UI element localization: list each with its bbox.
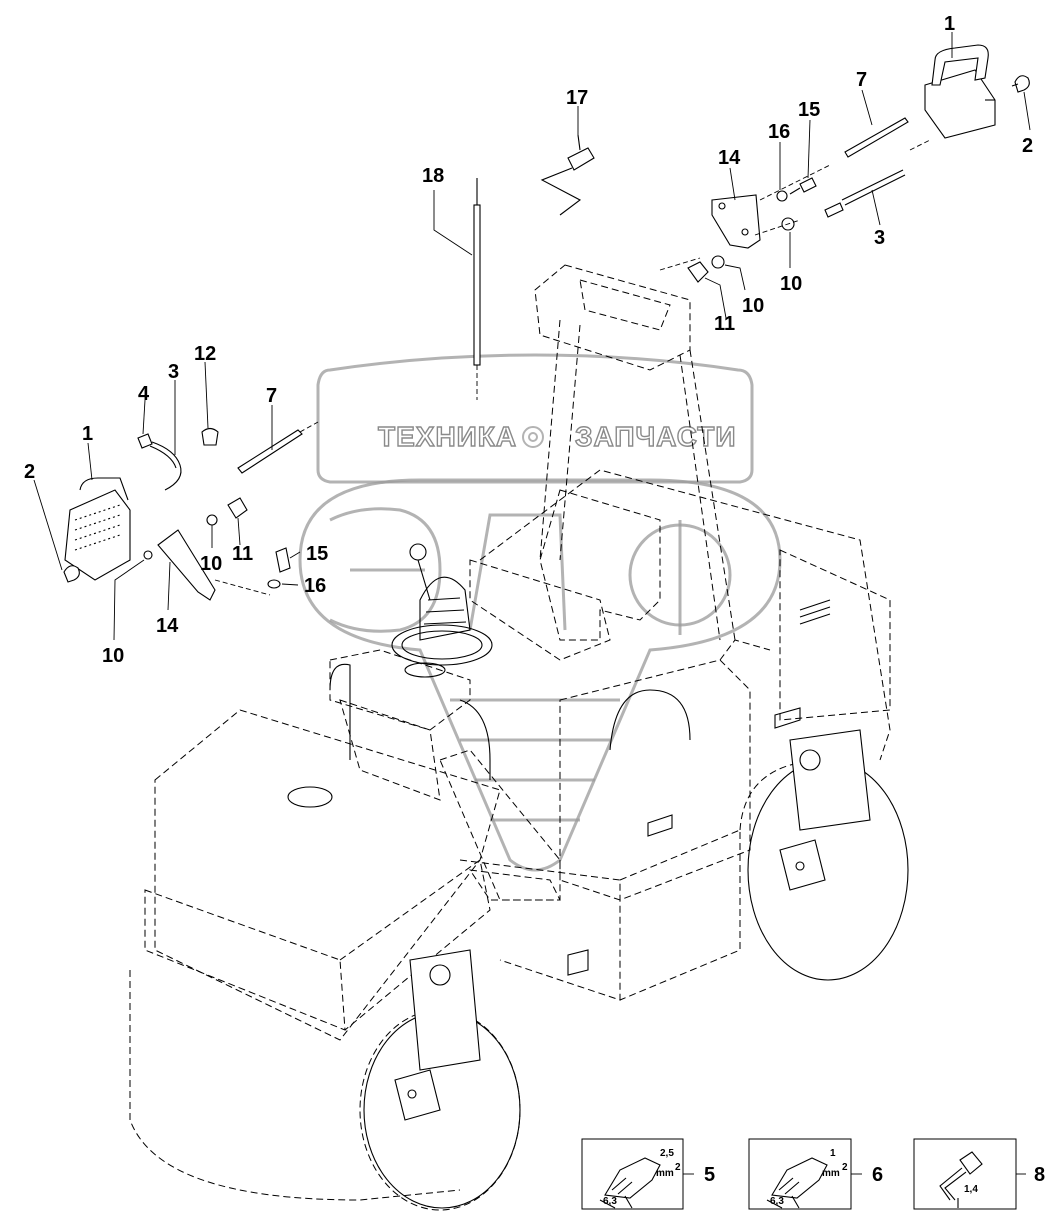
bracket-icon (711, 194, 761, 249)
callout-label: 11 (714, 313, 735, 335)
callout-label: 2 (1022, 135, 1033, 157)
roller-machine-outline (129, 264, 909, 1211)
spec-unit: mm (822, 1168, 840, 1179)
connector-icon (137, 433, 153, 449)
wire-icon (824, 169, 906, 218)
callout-label: 16 (304, 575, 326, 597)
bolt-icon (799, 177, 817, 193)
callout-label: 2 (24, 461, 35, 483)
antenna-rod (473, 178, 481, 400)
watermark: ТЕХНИКА ЗАПЧАСТИ (298, 353, 782, 872)
gear-icon (522, 426, 544, 448)
callout-label: 10 (742, 295, 764, 317)
callout-label: 1 (82, 423, 93, 445)
callout-label: 18 (422, 165, 444, 187)
legend-item-8: 1,4 8 (913, 1138, 1045, 1210)
legend-label: 8 (1034, 1164, 1045, 1186)
spec-side: 6,3 (770, 1196, 784, 1207)
callout-label: 14 (156, 615, 179, 637)
bulb-icon (1011, 75, 1030, 93)
callout-label: 17 (566, 87, 588, 109)
watermark-right-word: ЗАПЧАСТИ (575, 421, 736, 452)
knob-icon (687, 261, 709, 283)
callout-label: 3 (874, 227, 885, 249)
callout-label: 10 (200, 553, 222, 575)
callout-label: 12 (194, 343, 216, 365)
bracket-icon (157, 529, 216, 601)
callout-label: 7 (266, 385, 277, 407)
bolt-icon (275, 547, 291, 573)
callout-label: 7 (856, 69, 867, 91)
connector-legend: 2,5 mm 2 6,3 5 1 mm 2 6,3 6 1,4 (581, 1138, 1045, 1210)
leader-lines (33, 32, 1031, 641)
spec-exponent: 2 (842, 1162, 848, 1173)
spec-side: 1,4 (964, 1184, 978, 1195)
watermark-left-word: ТЕХНИКА (378, 421, 517, 452)
right-light-assembly (659, 44, 1030, 283)
spec-text: 2,5 (660, 1148, 674, 1159)
bulb-icon (63, 565, 80, 583)
switch-assembly (540, 134, 595, 216)
callout-label: 15 (798, 99, 820, 121)
callout-label: 10 (780, 273, 802, 295)
washer-icon (776, 190, 788, 202)
spec-text: 1 (830, 1148, 836, 1159)
callout-label: 15 (306, 543, 328, 565)
clamp-icon (201, 427, 219, 446)
callout-label: 1 (944, 13, 955, 35)
callout-label: 4 (138, 383, 150, 405)
spec-exponent: 2 (675, 1162, 681, 1173)
cable-7 (844, 117, 909, 158)
work-lamp-icon (924, 44, 996, 139)
spec-side: 6,3 (603, 1196, 617, 1207)
switch-icon (567, 147, 595, 171)
legend-item-5: 2,5 mm 2 6,3 5 (581, 1138, 715, 1210)
work-lamp-icon (64, 477, 131, 581)
cable-7 (237, 429, 303, 474)
washer-icon (267, 579, 281, 589)
legend-item-6: 1 mm 2 6,3 6 (748, 1138, 883, 1210)
spec-unit: mm (656, 1168, 674, 1179)
callout-label: 16 (768, 121, 790, 143)
callout-numbers: 1 2 7 3 15 16 14 10 10 11 17 18 12 3 4 7… (24, 13, 1033, 667)
callout-label: 10 (102, 645, 124, 667)
callout-label: 14 (718, 147, 741, 169)
legend-label: 5 (704, 1164, 715, 1186)
left-light-assembly (63, 421, 319, 601)
callout-label: 11 (232, 543, 253, 565)
legend-label: 6 (872, 1164, 883, 1186)
knob-icon (227, 497, 248, 519)
callout-label: 3 (168, 361, 179, 383)
